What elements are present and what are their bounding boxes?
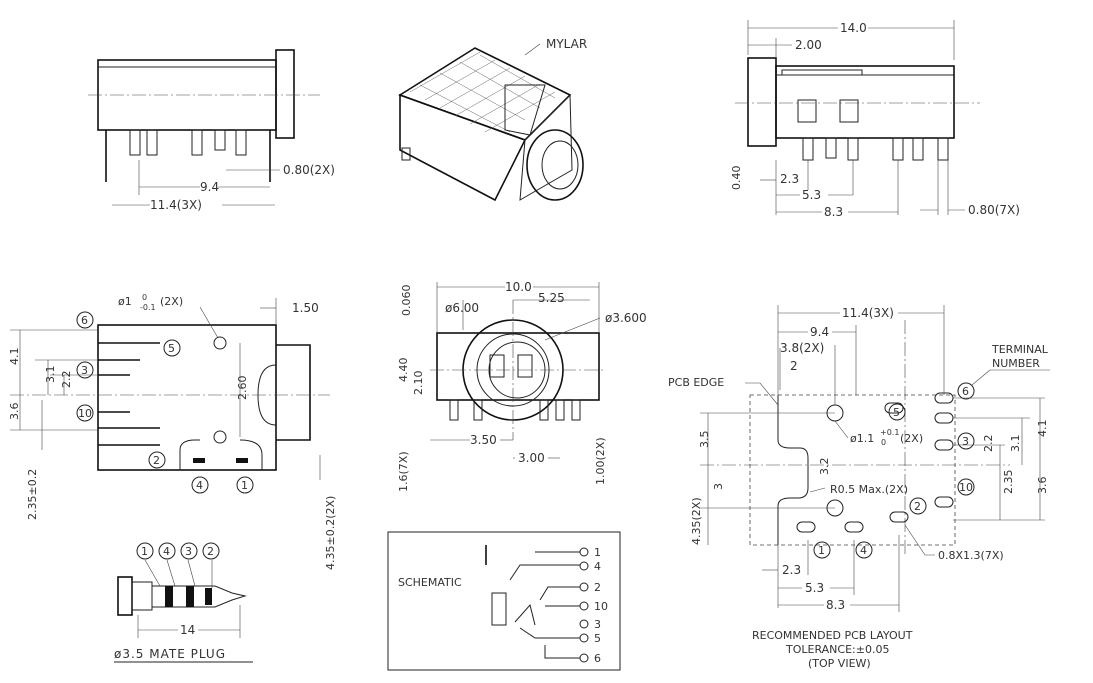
- top-dim-5-3: 5.3: [802, 188, 821, 202]
- pcb-pin-3: 3: [962, 435, 969, 448]
- pin-dim-hole-tol-dn: -0.1: [140, 303, 156, 312]
- front-dim-100: 1.00(2X): [594, 437, 607, 485]
- pcb-dim-32: 3.2: [818, 458, 831, 476]
- mate-plug: 1 4 3 2 14 ø3.5 MATE PLUG: [114, 542, 253, 663]
- pcb-dim-114: 11.4(3X): [842, 306, 894, 320]
- pcb-dim-hole-tol-up: +0.1: [880, 428, 899, 437]
- plug-dim-14: 14: [180, 623, 195, 637]
- front-dim-3600: ø3.600: [605, 311, 647, 325]
- pcb-dim-22: 2.2: [982, 435, 995, 453]
- pcb-dim-36: 3.6: [1036, 477, 1049, 495]
- pcb-caption-1: RECOMMENDED PCB LAYOUT: [752, 629, 913, 642]
- top-dim-8-3: 8.3: [824, 205, 843, 219]
- pin-label-1: 1: [241, 479, 248, 492]
- pin-dim-235: 2.35±0.2: [26, 469, 39, 520]
- pcb-dim-hole-main: ø1.1: [850, 432, 874, 445]
- pin-dim-31: 3.1: [44, 366, 57, 384]
- pcb-dim-hole-count: (2X): [900, 432, 923, 445]
- pcb-pin-2: 2: [914, 500, 921, 513]
- pin-dim-hole-main: ø1: [118, 295, 132, 308]
- pin-label-3: 3: [81, 364, 88, 377]
- pin-label-6: 6: [81, 314, 88, 327]
- front-dim-600: ø6.00: [445, 301, 479, 315]
- pin-dim-22: 2.2: [60, 371, 73, 389]
- plug-ring-2: 2: [207, 545, 214, 558]
- plug-ring-3: 3: [185, 545, 192, 558]
- pcb-caption-3: (TOP VIEW): [808, 657, 871, 670]
- front-dim-300: 3.00: [518, 451, 545, 465]
- pcb-dim-94: 9.4: [810, 325, 829, 339]
- pin-dim-41: 4.1: [8, 348, 21, 366]
- pcb-dim-235: 2.35: [1002, 470, 1015, 495]
- mylar-label: MYLAR: [546, 37, 587, 51]
- pin-label-2: 2: [153, 454, 160, 467]
- top-dim-2-3: 2.3: [780, 172, 799, 186]
- side-dim-11-4: 11.4(3X): [150, 198, 202, 212]
- pin-view: 6 5 3 10 2 4 1 ø1 0 -0.1 (2X) 1.50 4.1 3…: [8, 293, 337, 570]
- pcb-pin-1: 1: [818, 544, 825, 557]
- pcb-dim-31: 3.1: [1009, 435, 1022, 453]
- pcb-pin-4: 4: [860, 544, 867, 557]
- schematic-t6: 6: [594, 652, 601, 665]
- isometric-view: MYLAR: [398, 37, 587, 202]
- plug-ring-1: 1: [141, 545, 148, 558]
- front-dim-525: 5.25: [538, 291, 565, 305]
- pcb-dim-hole-tol-dn: 0: [881, 438, 886, 447]
- front-dim-210: 2.10: [412, 371, 425, 396]
- pin-dim-36: 3.6: [8, 403, 21, 421]
- front-dim-350: 3.50: [470, 433, 497, 447]
- pin-dim-hole-count: (2X): [160, 295, 183, 308]
- side-view: 9.4 11.4(3X) 0.80(2X): [88, 49, 335, 212]
- pcb-dim-23: 2.3: [782, 563, 801, 577]
- pcb-dim-3: 3: [712, 483, 725, 490]
- top-dim-2: 2.00: [795, 38, 822, 52]
- pcb-caption-2: TOLERANCE:±0.05: [785, 643, 889, 656]
- schematic-t10: 10: [594, 600, 608, 613]
- pcb-dim-53: 5.3: [805, 581, 824, 595]
- front-view: 10.0 0.060 ø6.00 5.25 ø3.600 4.40 2.10 3…: [397, 280, 647, 492]
- pin-dim-150: 1.50: [292, 301, 319, 315]
- top-dim-14: 14.0: [840, 21, 867, 35]
- pcb-dim-38: 3.8(2X): [780, 341, 824, 355]
- schematic-t5: 5: [594, 632, 601, 645]
- front-dim-16: 1.6(7X): [397, 451, 410, 492]
- pcb-dim-35: 3.5: [698, 431, 711, 449]
- terminal-number-2: NUMBER: [992, 357, 1040, 370]
- pcb-pin-5: 5: [893, 406, 900, 419]
- pcb-dim-2: 2: [790, 359, 798, 373]
- pcb-edge-label: PCB EDGE: [668, 376, 724, 389]
- pin-dim-260: 2.60: [236, 376, 249, 401]
- top-dim-040: 0.40: [730, 166, 743, 191]
- front-dim-10: 10.0: [505, 280, 532, 294]
- pcb-dim-slot: 0.8X1.3(7X): [938, 549, 1004, 562]
- pcb-dim-41: 4.1: [1036, 420, 1049, 438]
- schematic-label: SCHEMATIC: [398, 576, 462, 589]
- pcb-dim-83: 8.3: [826, 598, 845, 612]
- pin-dim-435: 4.35±0.2(2X): [324, 496, 337, 570]
- schematic: SCHEMATIC 1 4 2 10 3 5 6: [387, 531, 621, 671]
- pin-label-4: 4: [196, 479, 203, 492]
- schematic-t4: 4: [594, 560, 601, 573]
- pcb-pin-10: 10: [959, 481, 973, 494]
- pcb-dim-r05: R0.5 Max.(2X): [830, 483, 908, 496]
- schematic-t2: 2: [594, 581, 601, 594]
- pin-label-10: 10: [78, 407, 92, 420]
- front-dim-0060: 0.060: [400, 285, 413, 317]
- side-dim-lead: 0.80(2X): [283, 163, 335, 177]
- side-dim-9-4: 9.4: [200, 180, 219, 194]
- schematic-t1: 1: [594, 546, 601, 559]
- plug-ring-4: 4: [163, 545, 170, 558]
- top-view: 14.0 2.00 0.40 2.3 5.3 8.3 0.80(7X): [730, 20, 1020, 219]
- plug-label: ø3.5 MATE PLUG: [114, 647, 226, 661]
- pcb-pin-6: 6: [962, 385, 969, 398]
- pin-dim-hole-tol-up: 0: [142, 293, 147, 302]
- front-dim-440: 4.40: [397, 358, 410, 383]
- pcb-dim-435: 4.35(2X): [690, 497, 703, 545]
- terminal-number-1: TERMINAL: [991, 343, 1049, 356]
- pcb-layout: 5 6 3 10 2 1 4 11.4(3X) 9.4 3.8(2X) 2 PC…: [668, 305, 1050, 670]
- pin-label-5: 5: [168, 342, 175, 355]
- top-dim-lead: 0.80(7X): [968, 203, 1020, 217]
- schematic-t3: 3: [594, 618, 601, 631]
